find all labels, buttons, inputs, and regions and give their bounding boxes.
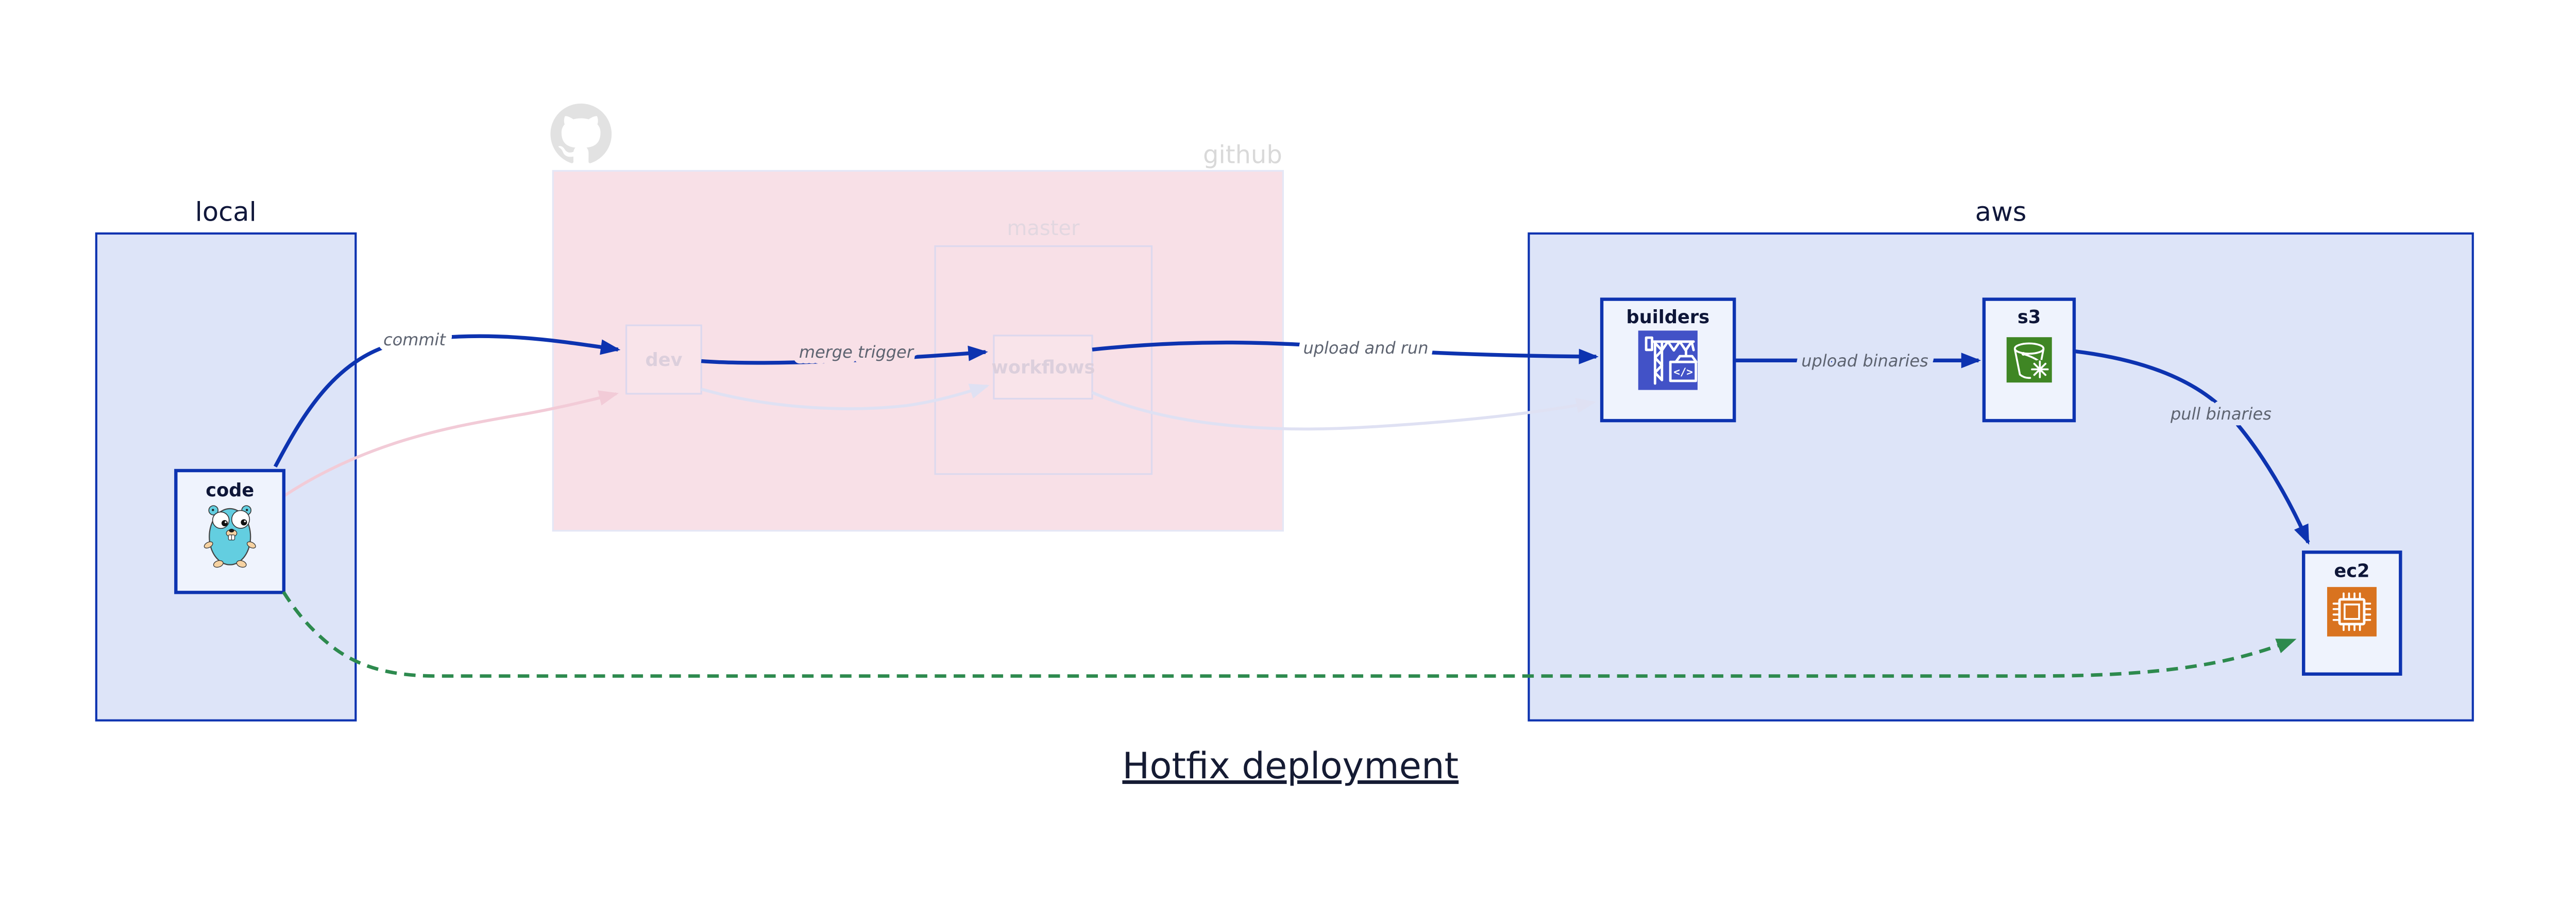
aws-label: aws <box>1975 197 2027 228</box>
octocat-icon <box>550 103 612 163</box>
node-workflows: workflows <box>991 335 1095 400</box>
container-github: github master dev workflows <box>550 103 1284 532</box>
github-label: github <box>1203 141 1282 170</box>
local-label: local <box>195 197 257 228</box>
ec2-chip-icon <box>2327 587 2377 637</box>
node-ec2: ec2 <box>2302 550 2402 676</box>
edge-pull-binaries <box>2074 349 2310 545</box>
ghost-edge-commit <box>282 390 619 498</box>
gopher-icon <box>204 505 256 568</box>
node-code: code <box>174 469 286 594</box>
edge-merge-trigger <box>701 345 988 365</box>
s3-label: s3 <box>2018 307 2041 328</box>
s3-bucket-icon <box>2006 337 2052 383</box>
master-label: master <box>1007 216 1080 240</box>
edge-upload-and-run <box>1092 340 1599 364</box>
workflows-box <box>993 335 1093 400</box>
ec2-box <box>2302 550 2402 676</box>
edge-pull-binaries-label: pull binaries <box>2170 404 2272 424</box>
node-s3: s3 <box>1982 297 2076 423</box>
ghost-edge-merge <box>701 383 990 410</box>
container-master: master <box>934 216 1153 475</box>
node-dev: dev <box>625 324 702 395</box>
ghost-edge-upload <box>1091 391 1597 431</box>
node-builders: builders </> <box>1600 297 1736 423</box>
dev-box <box>625 324 702 395</box>
edge-merge-trigger-label: merge trigger <box>799 342 914 362</box>
builders-label: builders <box>1626 307 1710 328</box>
master-box <box>934 245 1153 475</box>
workflows-label: workflows <box>991 357 1095 378</box>
dev-label: dev <box>646 349 683 371</box>
edge-upload-binaries-label: upload binaries <box>1801 351 1928 371</box>
ec2-label: ec2 <box>2334 561 2369 582</box>
edge-commit-label: commit <box>383 330 446 349</box>
edge-commit <box>273 334 621 468</box>
code-label: code <box>206 480 254 501</box>
svg-text:</>: </> <box>1673 366 1693 378</box>
codebuild-crane-icon: </> <box>1638 330 1698 390</box>
edge-upload-and-run-label: upload and run <box>1303 338 1428 358</box>
diagram-title: Hotfix deployment <box>1122 745 1459 787</box>
edge-hotfix-dashed <box>282 591 2297 678</box>
container-local: local <box>95 197 357 722</box>
